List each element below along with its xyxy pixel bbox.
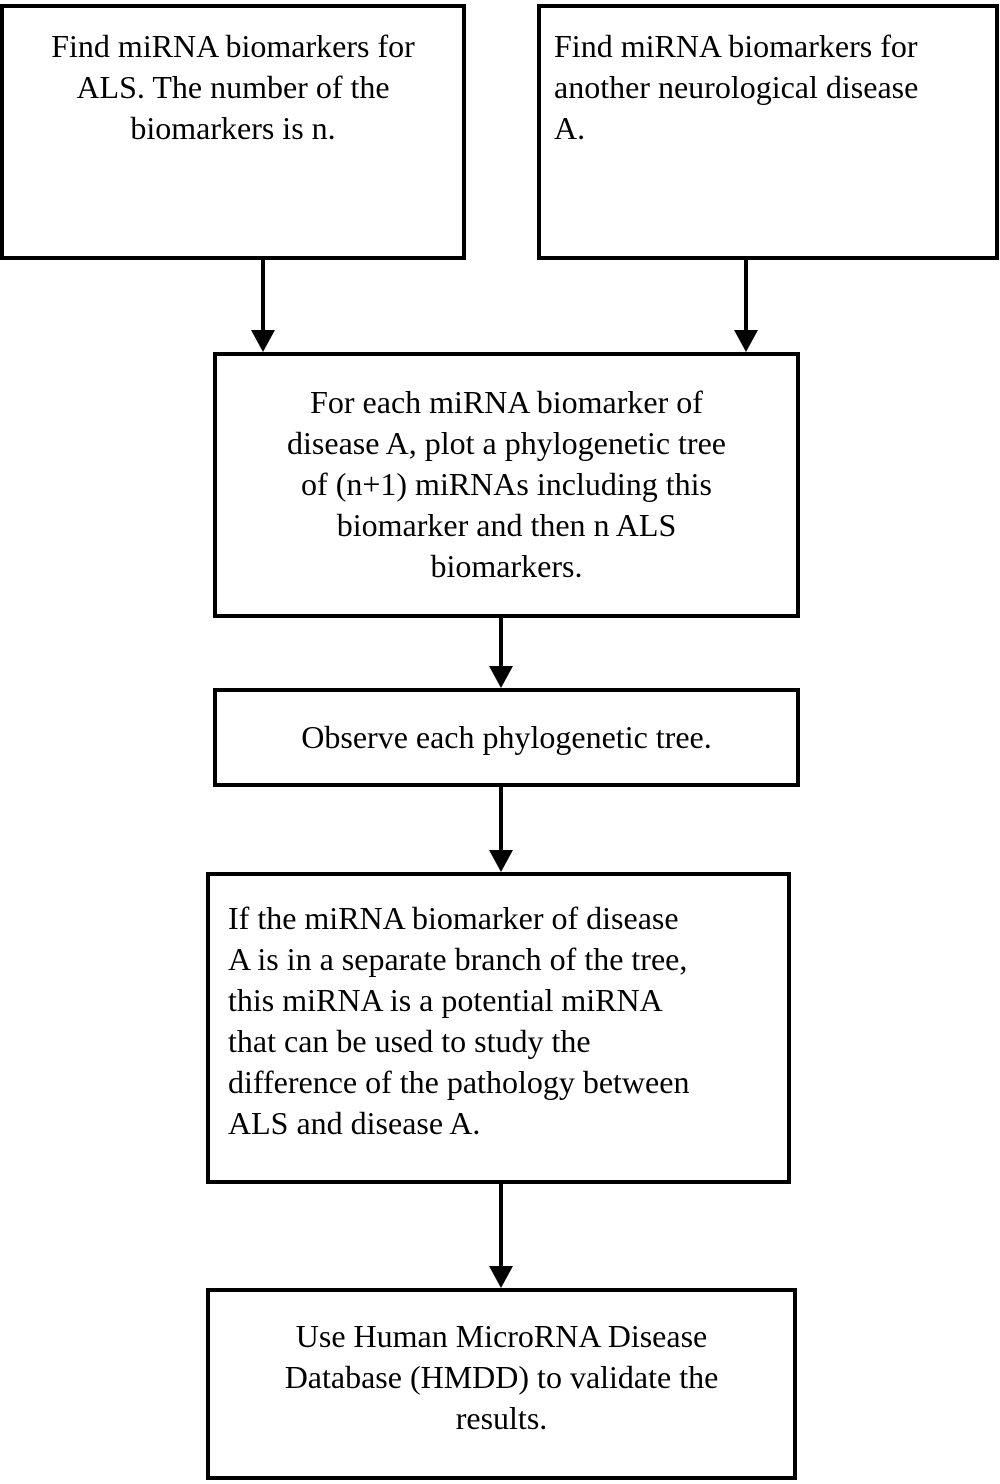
flowchart-box-find-disease-a-biomarkers: Find miRNA biomarkers for another neurol… xyxy=(537,4,999,260)
flowchart-box-observe-trees: Observe each phylogenetic tree. xyxy=(213,688,800,787)
flowchart-box-separate-branch-condition: If the miRNA biomarker of disease A is i… xyxy=(206,872,791,1184)
flowchart-box-find-als-biomarkers: Find miRNA biomarkers for ALS. The numbe… xyxy=(0,4,466,260)
flowchart-box-plot-phylogenetic-tree: For each miRNA biomarker of disease A, p… xyxy=(213,352,800,618)
arrow-head-icon xyxy=(489,1266,513,1288)
arrow-shaft xyxy=(499,787,503,852)
arrow-head-icon xyxy=(734,330,758,352)
flowchart-box-validate-hmdd: Use Human MicroRNA Disease Database (HMD… xyxy=(206,1288,797,1480)
arrow-head-icon xyxy=(251,330,275,352)
arrow-shaft xyxy=(499,1184,503,1268)
arrow-shaft xyxy=(261,260,265,332)
arrow-shaft xyxy=(744,260,748,332)
arrow-head-icon xyxy=(489,850,513,872)
arrow-head-icon xyxy=(489,666,513,688)
arrow-shaft xyxy=(499,618,503,668)
